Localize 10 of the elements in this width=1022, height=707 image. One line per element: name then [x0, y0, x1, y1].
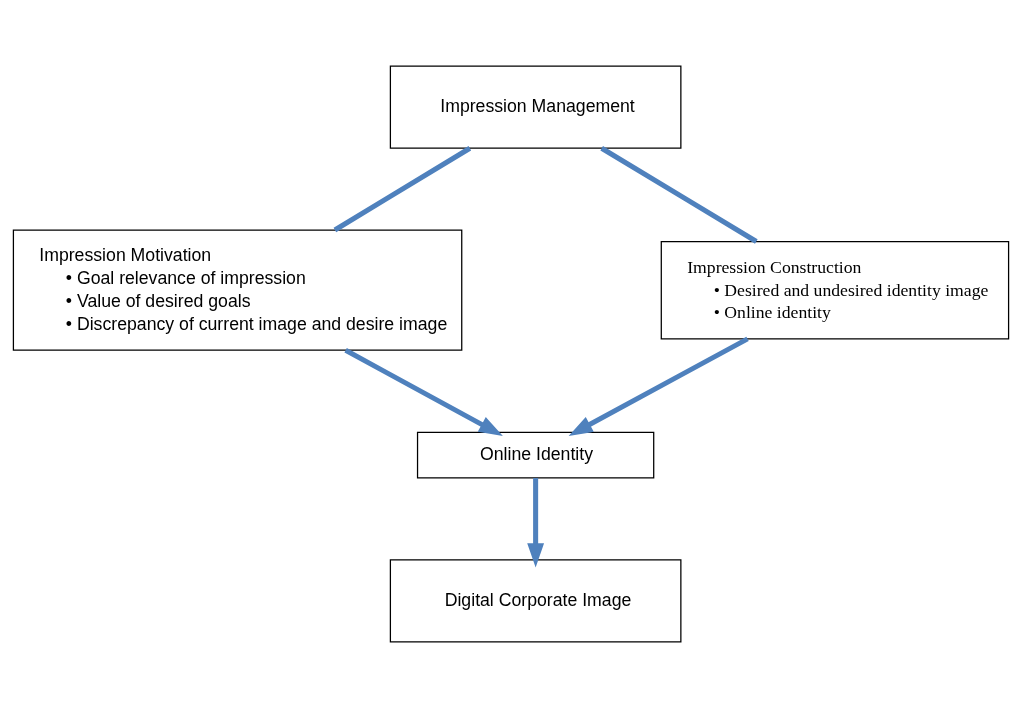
connector	[600, 145, 758, 244]
arrow	[568, 336, 749, 436]
node-box: Impression Management	[389, 64, 682, 149]
node-box: Impression Motivation • Goal relevance of impression • Value of desired goals • Discrepancy of current image and desire image	[12, 229, 463, 351]
connector	[333, 145, 472, 232]
arrow	[344, 347, 503, 436]
arrow	[527, 477, 545, 567]
node-box: Impression Construction • Desired and undesired identity image • Online identity	[660, 240, 1010, 339]
node-box: Online Identity	[416, 431, 655, 478]
node-box: Digital Corporate Image	[389, 558, 682, 643]
